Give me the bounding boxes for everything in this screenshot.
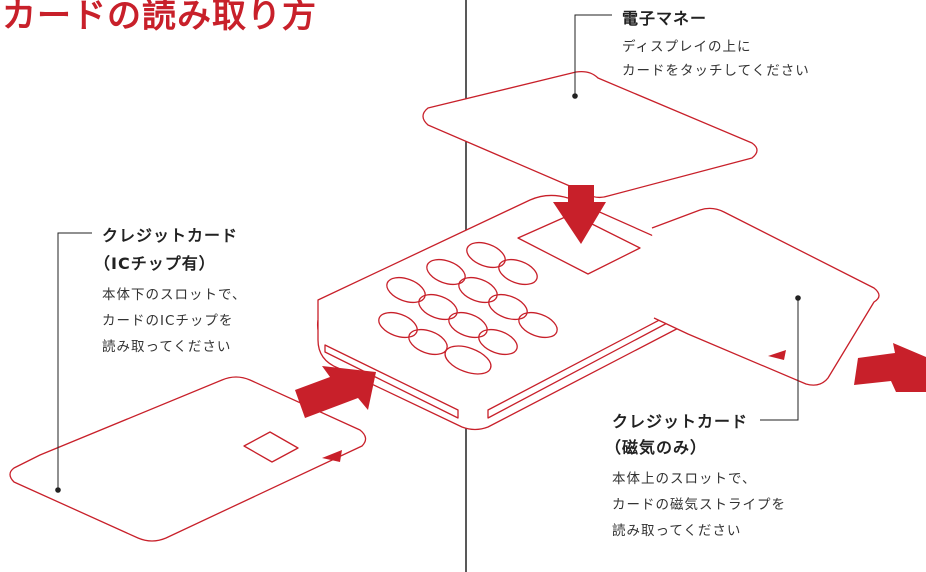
emoney-heading: 電子マネー — [622, 9, 708, 28]
key — [386, 276, 426, 304]
key — [488, 293, 528, 321]
key — [466, 241, 506, 269]
credit-mag-desc-line1: 本体上のスロットで、 — [612, 471, 757, 487]
ic-chip — [243, 431, 299, 463]
key — [378, 311, 418, 339]
credit-ic-desc-line1: 本体下のスロットで、 — [102, 287, 247, 303]
emoney-desc-line1: ディスプレイの上に — [622, 39, 752, 55]
credit-ic-heading: クレジットカード — [102, 226, 239, 245]
emoney-arrow — [553, 185, 606, 244]
magstripe-card-mark — [768, 350, 786, 360]
reader-lower-slot — [324, 344, 459, 419]
credit-ic-desc-line3: 読み取ってください — [102, 339, 232, 355]
credit-mag-heading: クレジットカード — [612, 412, 749, 431]
key — [448, 311, 488, 339]
reader-keypad — [378, 241, 558, 375]
key — [498, 258, 538, 286]
credit-mag-desc-line2: カードの磁気ストライプを — [612, 497, 786, 513]
key — [478, 328, 518, 356]
key — [518, 311, 558, 339]
magstripe-arrow — [854, 343, 926, 392]
magstripe-leader — [760, 298, 799, 421]
key — [444, 345, 492, 375]
page-title: カードの読み取り方 — [2, 0, 317, 36]
emoney-leader — [574, 14, 612, 96]
emoney-card — [422, 70, 758, 199]
magstripe-card — [651, 207, 880, 386]
ic-arrow — [295, 366, 376, 418]
credit-mag-desc-line3: 読み取ってください — [612, 523, 742, 539]
ic-card-mark — [322, 450, 342, 462]
ic-leader — [57, 232, 92, 490]
emoney-desc-line2: カードをタッチしてください — [622, 63, 810, 79]
key — [458, 276, 498, 304]
key — [418, 293, 458, 321]
ic-card — [9, 376, 367, 542]
reader-screen — [517, 213, 641, 275]
credit-ic-desc-line2: カードのICチップを — [102, 313, 234, 329]
credit-ic-subheading: （ICチップ有） — [94, 254, 216, 273]
reader-side-face — [317, 282, 715, 431]
credit-mag-subheading: （磁気のみ） — [605, 438, 708, 457]
